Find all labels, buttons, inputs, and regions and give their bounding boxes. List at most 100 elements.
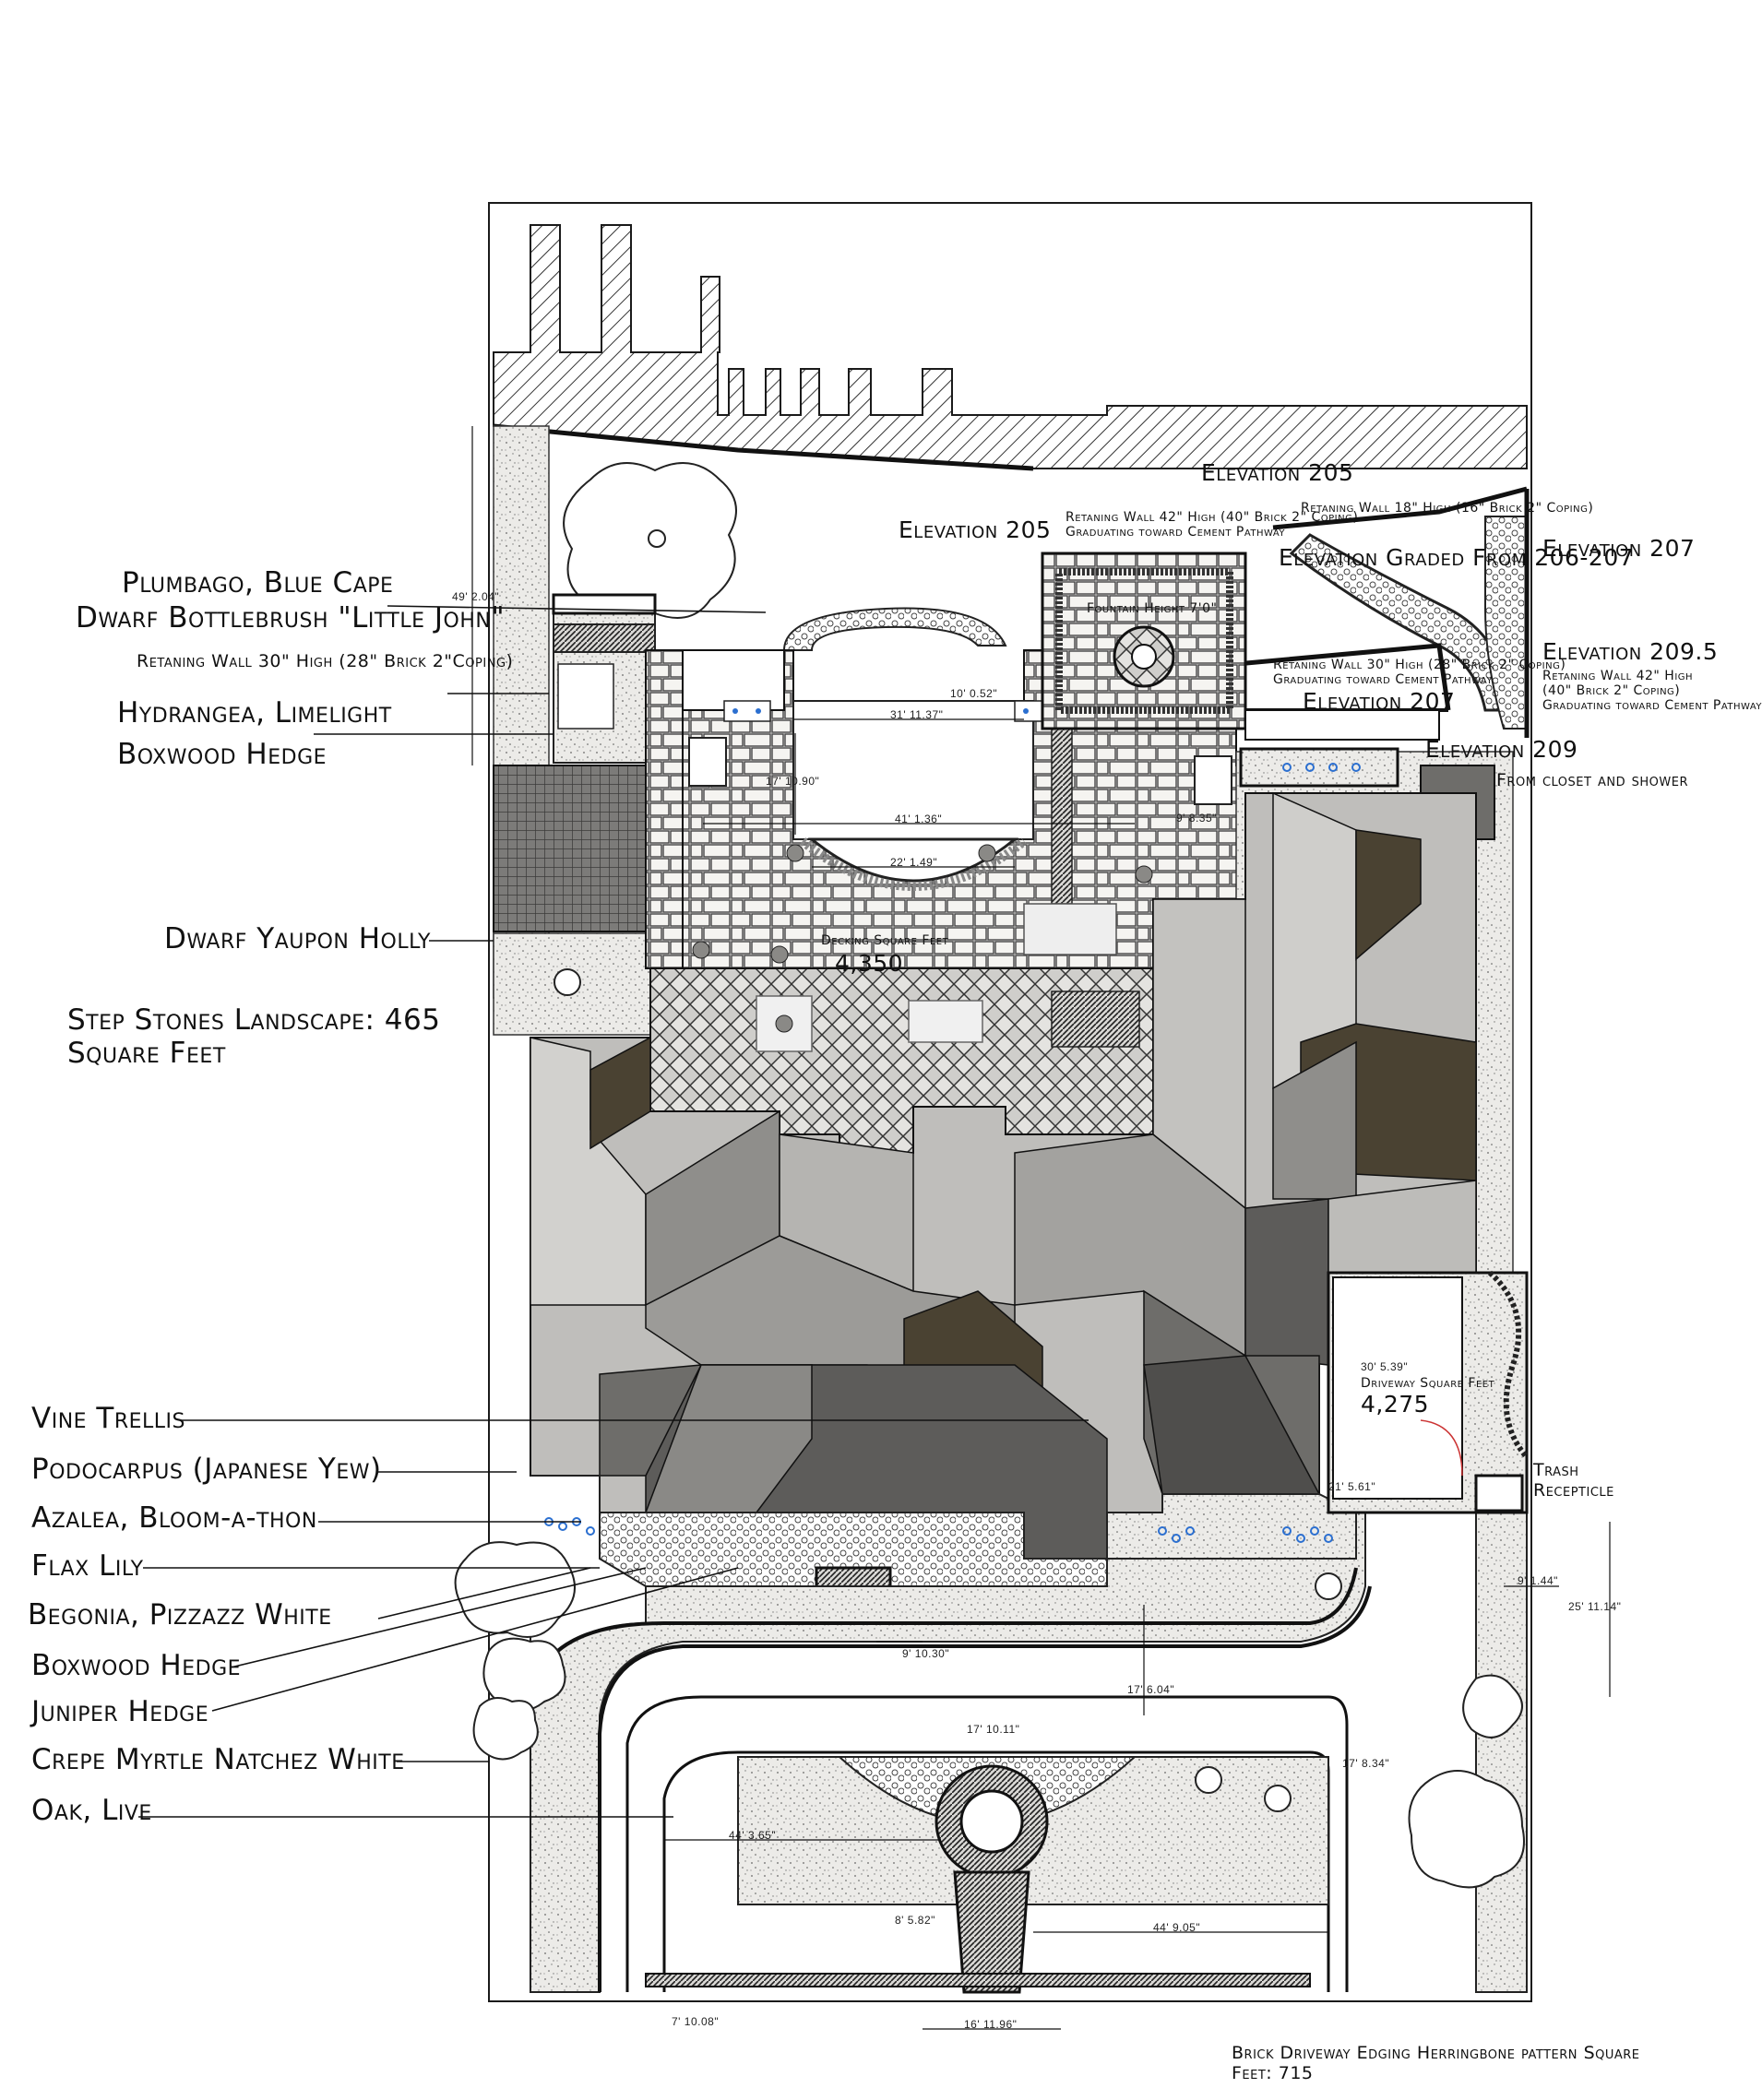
dim-8: 44' 3.65" [729, 1829, 777, 1842]
dimension-lines [471, 426, 1611, 2030]
label-dwarf-yaupon: Dwarf Yaupon Holly [164, 922, 431, 955]
dim-16: 17' 8.34" [1342, 1757, 1390, 1770]
note-wall-42: Retaning Wall 42" High (40" Brick 2" Cop… [1066, 510, 1359, 525]
label-begonia: Begonia, Pizzazz White [28, 1598, 332, 1631]
label-boxwood-hedge-bottom: Boxwood Hedge [31, 1649, 242, 1682]
label-decking-title: Decking Square Feet [821, 933, 949, 948]
note-wall-42-sub: Graduating toward Cement Pathway [1066, 525, 1286, 540]
note-wall-18: Retaning Wall 18" High (16" Brick 2" Cop… [1301, 501, 1594, 516]
oak-tree-trunk [648, 529, 666, 548]
note-fountain-height: Fountain Height 7'0" [1087, 601, 1218, 616]
drive-strip [645, 1973, 1311, 1987]
label-retaining-wall-30: Retaning Wall 30" High (28" Brick 2"Copi… [137, 651, 514, 671]
deck-lanterns [692, 844, 1153, 1033]
retaining-wall-top [493, 423, 1034, 471]
label-elevation-209-5: Elevation 209.5 [1542, 638, 1719, 665]
label-driveway-value: 4,275 [1361, 1391, 1430, 1418]
dim-2: 41' 1.36" [895, 813, 943, 825]
bush-driveway [1315, 1572, 1342, 1600]
dwarf-yaupon-holly-grid [493, 765, 651, 932]
label-flax-lily: Flax Lily [31, 1549, 144, 1583]
deck-inner-arch [807, 837, 1019, 883]
dim-9: 44' 9.05" [1153, 1921, 1201, 1934]
oak-live-right [1408, 1770, 1525, 1889]
hydrangea-bed [557, 663, 614, 730]
landscape-plan [138, 202, 1611, 2030]
water-feature-left [723, 700, 771, 722]
label-elevation-graded: Elevation Graded From 206-207 [1279, 544, 1635, 571]
retaining-wall-right [1272, 486, 1528, 530]
dim-10: 8' 5.82" [895, 1914, 935, 1927]
boxwood-hedge-box [553, 623, 656, 653]
outdoor-furniture-1 [1023, 903, 1117, 955]
label-driveway-title: Driveway Square Feet [1361, 1376, 1495, 1391]
dim-5: 10' 0.52" [950, 687, 998, 700]
deck-planter-right [1194, 755, 1232, 805]
label-dwarf-bottlebrush: Dwarf Bottlebrush "Little John" [76, 601, 506, 635]
roof-plane-dark-1 [1244, 1198, 1329, 1366]
fountain-center [1131, 644, 1157, 670]
label-crepe-myrtle: Crepe Myrtle Natchez White [31, 1743, 405, 1776]
flax-lily-cluster-right [1158, 1526, 1333, 1543]
deck-planter-left [688, 737, 727, 787]
note-wall-30: Retaning Wall 30" High (28" Brick 2" Cop… [1273, 658, 1566, 672]
deck-inner-white [792, 700, 1034, 840]
label-juniper-hedge: Juniper Hedge [31, 1695, 209, 1728]
dim-20: 30' 5.39" [1361, 1360, 1409, 1373]
dim-19: 21' 5.61" [1328, 1480, 1376, 1493]
deck-arch-gravel-ring [799, 837, 1028, 891]
yaupon-shrub [554, 968, 581, 996]
center-fountain-inner [959, 1789, 1024, 1854]
label-podocarpus: Podocarpus (Japanese Yew) [31, 1453, 382, 1486]
shrub-right-top [1462, 1674, 1523, 1738]
dim-15: 17' 10.11" [967, 1723, 1020, 1736]
crepe-myrtle-2 [482, 1637, 566, 1712]
garage-inner [1332, 1276, 1463, 1500]
dim-1: 31' 11.37" [890, 708, 944, 721]
dim-7: 49' 2.04" [452, 590, 500, 603]
label-edging-2: Feet: 715 [1232, 2063, 1314, 2083]
circular-drive-outer [625, 1695, 1349, 1992]
label-trash: Trash [1533, 1460, 1579, 1480]
dim-3: 22' 1.49" [890, 856, 938, 869]
hot-tub-lighting [1239, 747, 1399, 788]
neighbor-structure [493, 224, 1528, 469]
label-azalea: Azalea, Bloom-a-thon [31, 1501, 317, 1535]
oak-live-left [472, 1697, 539, 1761]
note-wall-42-right: Retaning Wall 42" High [1542, 669, 1694, 683]
leader-lines [138, 605, 1089, 1818]
retaining-wall-mid [1235, 643, 1451, 711]
label-elevation-205-left: Elevation 205 [899, 516, 1052, 543]
dim-13: 17' 6.04" [1127, 1683, 1175, 1696]
right-bed-curve [1487, 1270, 1530, 1459]
dim-6: 9' 8.35" [1176, 812, 1217, 825]
label-oak-live: Oak, Live [31, 1794, 152, 1827]
deck-planter-pipe [1051, 728, 1073, 905]
dim-17: 9' 1.44" [1518, 1574, 1558, 1587]
roof-plane-brown-1 [589, 1036, 651, 1150]
outdoor-furniture-2 [908, 1000, 983, 1043]
azalea-1 [1195, 1766, 1222, 1794]
fountain-stem [953, 1870, 1030, 1994]
label-hydrangea: Hydrangea, Limelight [117, 696, 392, 730]
label-step-stones-sqft: Square Feet [67, 1037, 226, 1070]
garage-door-arc [1420, 1419, 1463, 1477]
azalea-2 [1264, 1785, 1292, 1812]
label-elevation-207-right: Elevation 207 [1542, 535, 1696, 562]
label-recepticle: Recepticle [1533, 1480, 1614, 1501]
decking-pavers-west [645, 649, 684, 969]
label-plumbago: Plumbago, Blue Cape [122, 566, 394, 599]
label-boxwood-hedge-top: Boxwood Hedge [117, 738, 327, 771]
water-jet-1 [732, 708, 738, 714]
dim-14: 9' 10.30" [902, 1647, 950, 1660]
crepe-myrtle-1 [454, 1541, 576, 1638]
water-jet-2 [756, 708, 761, 714]
note-wall-42-right-sub2: Graduating toward Cement Pathway [1542, 698, 1762, 713]
balcony-rail [1244, 709, 1440, 741]
dim-4: 17' 10.90" [766, 775, 820, 788]
arch-gravel-top [782, 607, 1007, 651]
label-edging-1: Brick Driveway Edging Herringbone patter… [1232, 2043, 1640, 2063]
label-decking-value: 4,350 [835, 950, 904, 977]
dim-11: 16' 11.96" [964, 2018, 1018, 2031]
label-elevation-207-mid: Elevation 207 [1303, 688, 1456, 715]
